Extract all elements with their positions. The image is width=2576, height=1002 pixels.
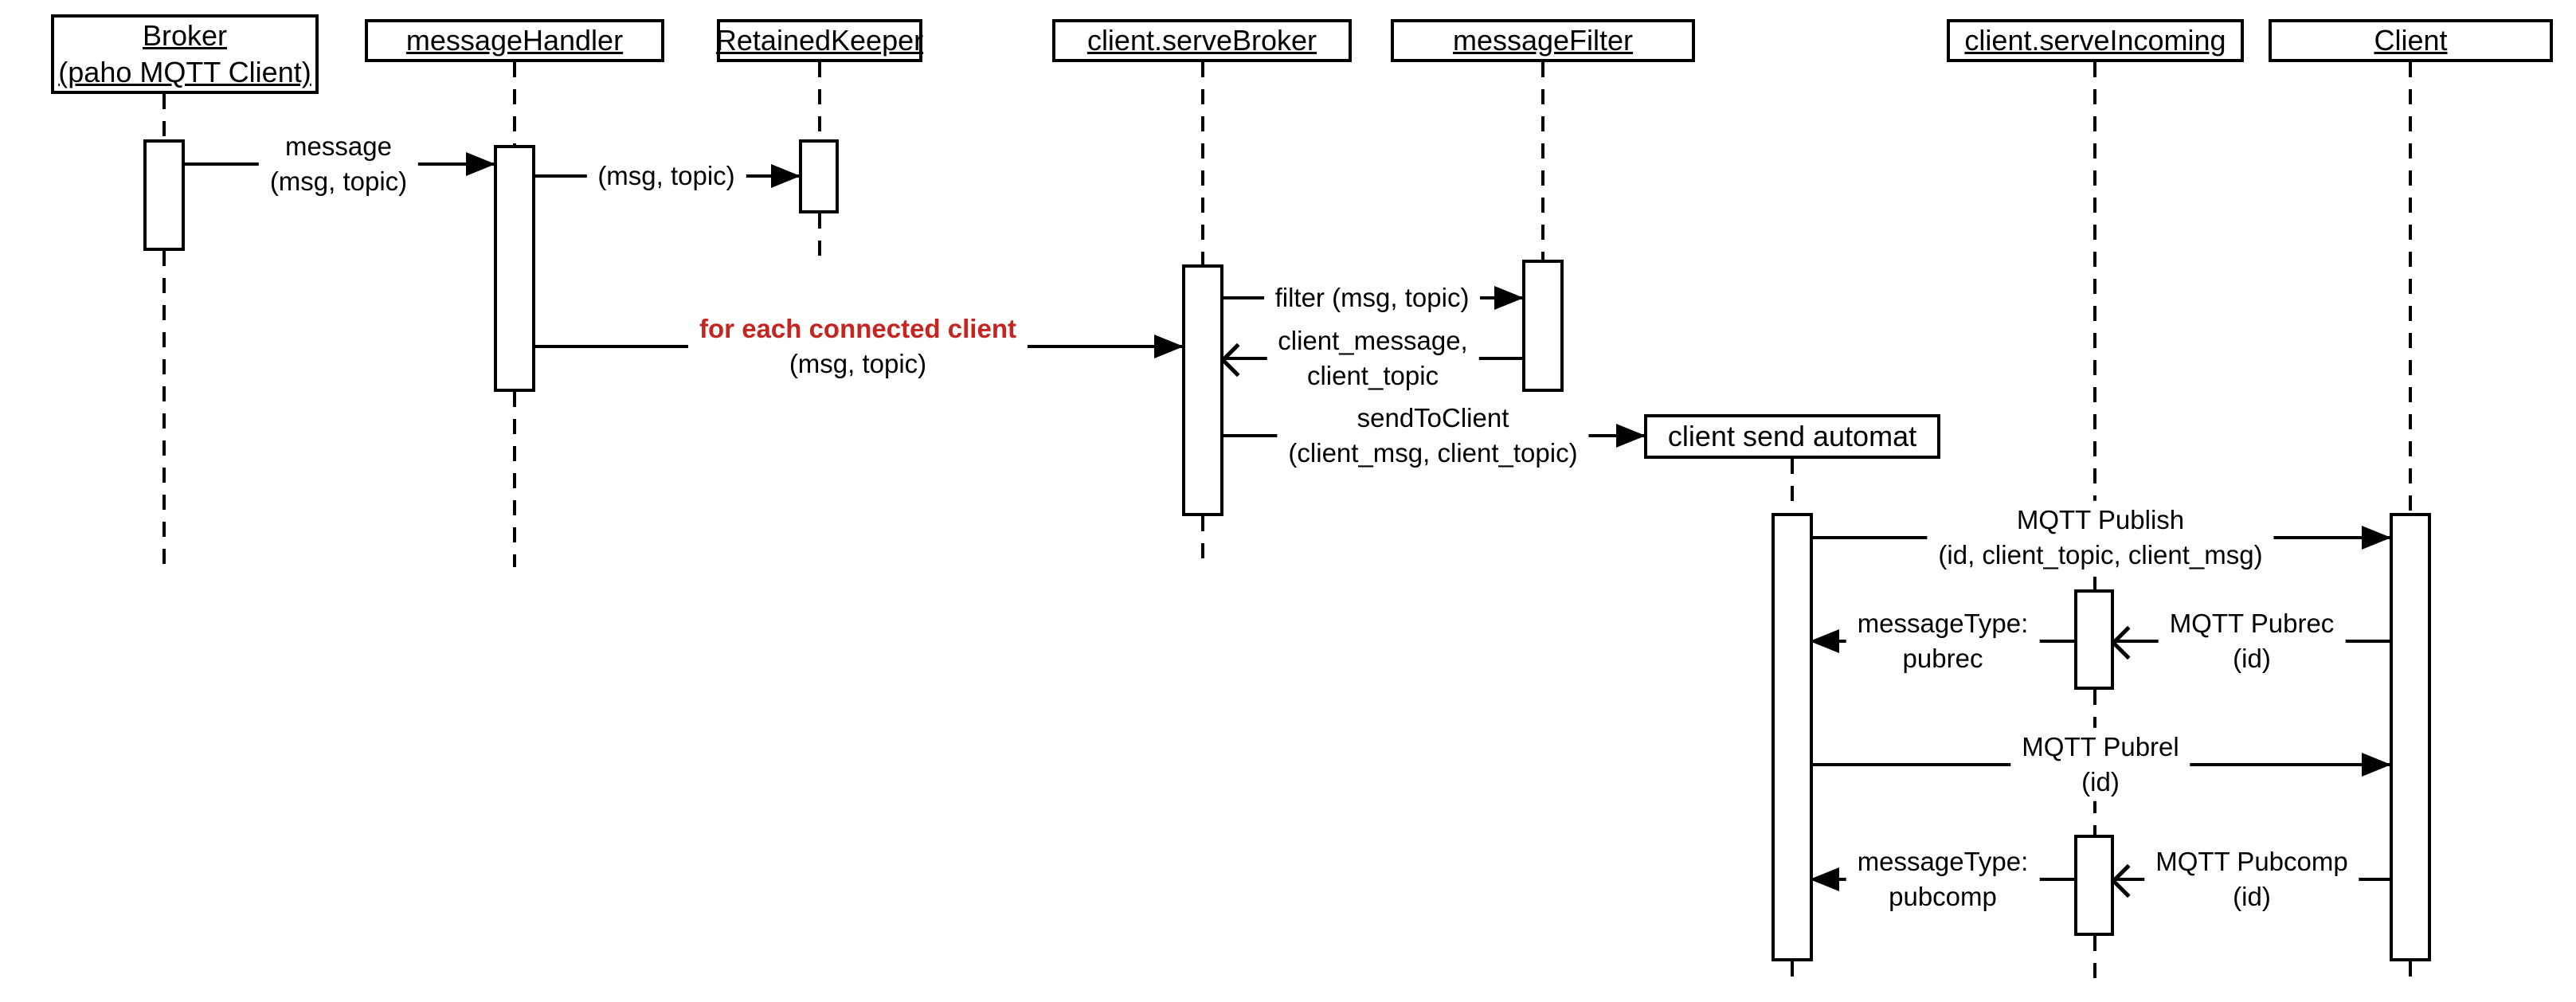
lifeline-message-handler xyxy=(513,392,516,567)
arrowhead-open-left-icon xyxy=(1219,342,1255,378)
arrowhead-right-icon xyxy=(466,152,495,176)
arrowhead-open-left-icon xyxy=(2110,863,2145,898)
message-label: filter (msg, topic) xyxy=(1263,278,1481,318)
activation-client-serve-incoming xyxy=(2074,589,2114,690)
lifeline-client-serve-broker xyxy=(1201,62,1204,264)
arrowhead-right-icon xyxy=(1616,424,1646,448)
message-label: (msg, topic) xyxy=(586,156,746,196)
participant-message-handler: messageHandler xyxy=(365,19,664,62)
activation-retained-keeper xyxy=(799,139,839,213)
message-label: message(msg, topic) xyxy=(258,127,419,202)
participant-retained-keeper: RetainedKeeper xyxy=(716,19,923,62)
message-label: for each connected client(msg, topic) xyxy=(688,309,1028,384)
activation-client-serve-broker xyxy=(1182,264,1223,516)
lifeline-broker xyxy=(162,94,166,139)
arrowhead-left-icon xyxy=(1810,629,1839,653)
activation-client xyxy=(2390,513,2431,961)
activation-client-serve-incoming xyxy=(2074,835,2114,936)
lifeline-retained-keeper xyxy=(818,62,821,139)
arrowhead-left-icon xyxy=(1810,867,1839,891)
arrowhead-open-left-icon xyxy=(2110,625,2145,660)
participant-broker: Broker (paho MQTT Client) xyxy=(51,14,319,94)
participant-message-filter: messageFilter xyxy=(1391,19,1695,62)
lifeline-client-serve-incoming xyxy=(2093,936,2096,988)
message-label: messageType:pubrec xyxy=(1846,604,2040,679)
message-label: sendToClient(client_msg, client_topic) xyxy=(1277,398,1589,473)
message-label: client_message,client_topic xyxy=(1266,321,1479,396)
lifeline-client xyxy=(2409,961,2412,985)
activation-message-handler xyxy=(494,145,535,392)
participant-client-serve-incoming: client.serveIncoming xyxy=(1947,19,2244,62)
message-label: MQTT Pubrec(id) xyxy=(2158,604,2346,679)
lifeline-message-filter xyxy=(1541,62,1544,260)
arrowhead-right-icon xyxy=(2362,753,2391,777)
message-label: MQTT Pubrel(id) xyxy=(2010,727,2190,802)
arrowhead-right-icon xyxy=(2362,526,2391,550)
lifeline-client-serve-incoming xyxy=(2093,62,2096,589)
lifeline-client xyxy=(2409,62,2412,513)
activation-client-send-automat xyxy=(1771,513,1813,961)
message-label: MQTT Pubcomp(id) xyxy=(2144,842,2359,917)
participant-client: Client xyxy=(2269,19,2553,62)
lifeline-retained-keeper xyxy=(818,213,821,268)
lifeline-broker xyxy=(162,251,166,569)
lifeline-client-serve-broker xyxy=(1201,516,1204,567)
message-label: messageType:pubcomp xyxy=(1846,842,2040,917)
message-label: MQTT Publish(id, client_topic, client_ms… xyxy=(1927,500,2274,575)
lifeline-message-handler xyxy=(513,62,516,145)
arrowhead-right-icon xyxy=(1494,286,1524,310)
participant-client-send-automat: client send automat xyxy=(1644,414,1940,459)
arrowhead-right-icon xyxy=(1154,335,1184,358)
activation-broker xyxy=(143,139,185,251)
lifeline-client-send-automat xyxy=(1791,459,1794,513)
lifeline-client-send-automat xyxy=(1791,961,1794,985)
activation-message-filter xyxy=(1522,260,1564,392)
arrowhead-right-icon xyxy=(771,164,801,188)
participant-client-serve-broker: client.serveBroker xyxy=(1052,19,1352,62)
